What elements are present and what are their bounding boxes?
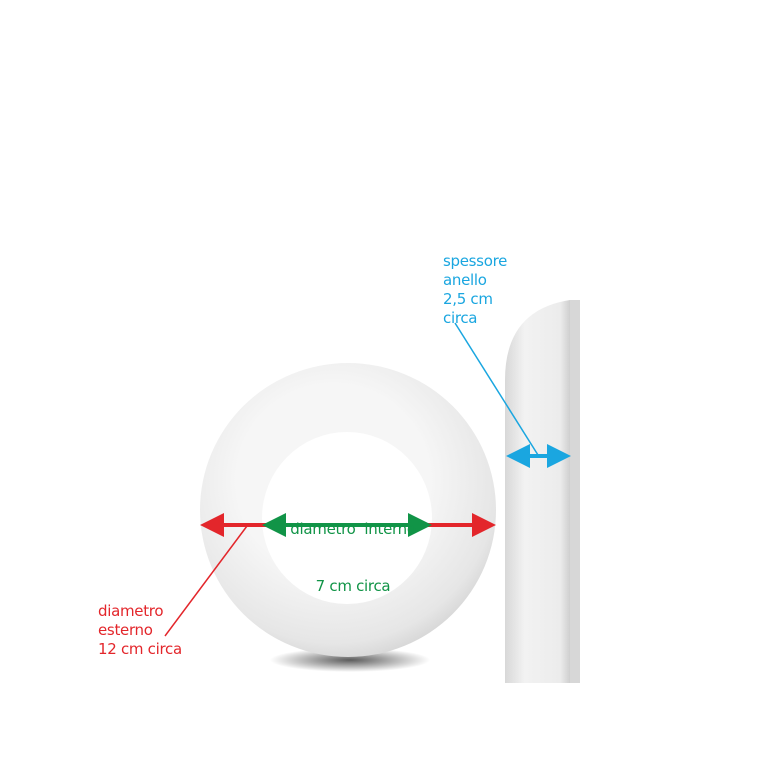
label-line: 7 cm circa	[315, 577, 391, 595]
inner-diameter-label: diametro interno 7 cm circa	[263, 482, 443, 615]
thickness-label: spessore anello 2,5 cm circa	[443, 252, 507, 328]
thickness-leader-line	[454, 322, 539, 456]
ring-shadow	[270, 648, 430, 672]
label-line: esterno	[98, 621, 153, 639]
label-line: anello	[443, 271, 487, 289]
outer-diameter-label: diametro esterno 12 cm circa	[98, 602, 182, 659]
label-line: 2,5 cm	[443, 290, 493, 308]
side-shadow	[570, 300, 580, 683]
label-line: diametro interno	[290, 520, 416, 538]
foam-ring-front	[200, 363, 496, 657]
foam-ring-side	[505, 300, 570, 683]
label-line: spessore	[443, 252, 508, 270]
label-line: 12 cm circa	[98, 640, 182, 658]
label-line: circa	[443, 309, 478, 327]
outer-leader-line	[164, 525, 248, 637]
label-line: diametro	[98, 602, 164, 620]
